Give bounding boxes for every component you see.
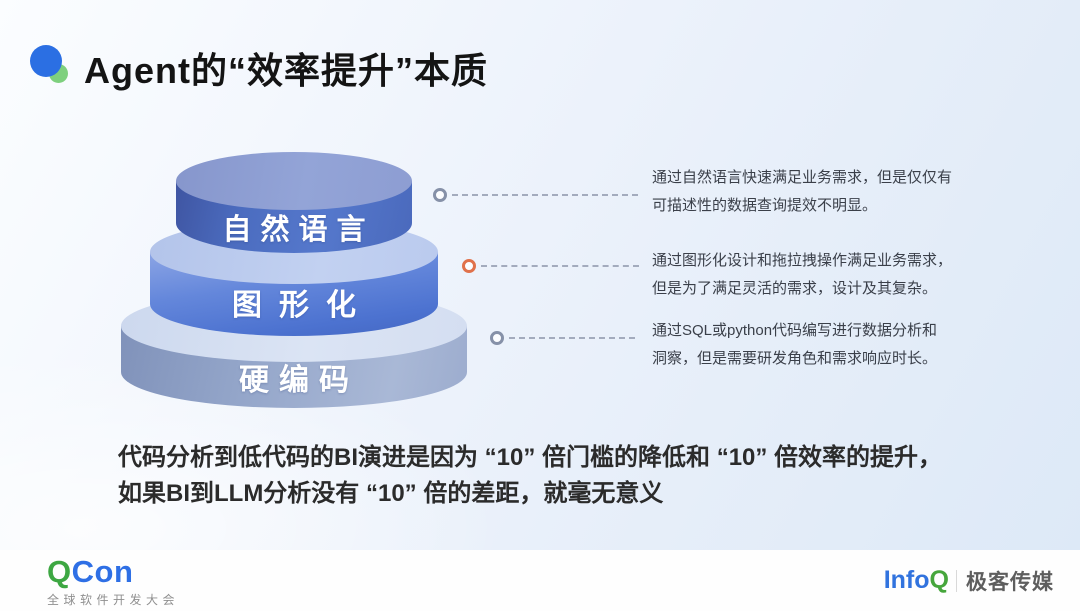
annotation-line: 但是为了满足灵活的需求，设计及其复杂。	[652, 280, 938, 297]
footer-divider	[956, 569, 957, 592]
infoq-logo-block: InfoQ 极客传媒	[884, 550, 1054, 611]
annotation-line: 通过图形化设计和拖拉拽操作满足业务需求，	[652, 252, 953, 269]
dashed-line	[481, 265, 639, 267]
annotation-line: 洞察，但是需要研发角色和需求响应时长。	[652, 350, 938, 367]
pyramid-tier-natural-language: 自然语言	[176, 152, 412, 254]
connector-dot-icon	[433, 188, 447, 202]
annotation-line: 通过自然语言快速满足业务需求，但是仅仅有	[652, 169, 953, 186]
tier-label: 图形化	[232, 289, 373, 322]
summary-text: 代码分析到低代码的BI演进是因为 “10” 倍门槛的降低和 “10” 倍效率的提…	[118, 440, 942, 512]
annotation-graphical: 通过图形化设计和拖拉拽操作满足业务需求， 但是为了满足灵活的需求，设计及其复杂。	[652, 247, 992, 303]
slide-main-area: Agent的“效率提升”本质 硬编码 图形化 自然语言	[0, 0, 1080, 550]
annotation-line: 可描述性的数据查询提效不明显。	[652, 197, 878, 214]
title-bullet-icon	[30, 45, 70, 87]
infoq-info-letters: Info	[883, 566, 930, 594]
summary-line: 代码分析到低代码的BI演进是因为 “10” 倍门槛的降低和 “10” 倍效率的提…	[118, 444, 943, 471]
annotation-hard-coding: 通过SQL或python代码编写进行数据分析和 洞察，但是需要研发角色和需求响应…	[652, 317, 992, 373]
page-title: Agent的“效率提升”本质	[84, 50, 488, 91]
summary-line: 如果BI到LLM分析没有 “10” 倍的差距，就毫无意义	[118, 480, 664, 507]
qcon-subtitle: 全球软件开发大会	[47, 593, 180, 607]
blue-dot-icon	[30, 45, 62, 77]
qcon-q-letter: Q	[47, 554, 72, 589]
tier-label: 硬编码	[239, 364, 359, 397]
annotation-line: 通过SQL或python代码编写进行数据分析和	[652, 322, 938, 339]
dashed-line	[452, 194, 638, 196]
connector-graphical	[462, 259, 639, 273]
qcon-wordmark: QCon	[47, 554, 179, 590]
connector-dot-icon	[490, 331, 504, 345]
tier-top-surface	[176, 152, 412, 210]
qcon-con-letters: Con	[71, 554, 134, 589]
connector-hard-coding	[490, 331, 635, 345]
tier-label: 自然语言	[222, 214, 375, 246]
geekmedia-brand: 极客传媒	[966, 570, 1054, 594]
connector-natural-language	[433, 188, 638, 202]
qcon-logo: QCon 全球软件开发大会	[47, 554, 179, 608]
infoq-wordmark: InfoQ	[884, 566, 949, 595]
slide-footer: QCon 全球软件开发大会 InfoQ 极客传媒	[0, 550, 1080, 611]
annotation-natural-language: 通过自然语言快速满足业务需求，但是仅仅有 可描述性的数据查询提效不明显。	[652, 164, 992, 220]
dashed-line	[509, 337, 635, 339]
connector-dot-icon	[462, 259, 476, 273]
infoq-q-letter: Q	[929, 566, 949, 594]
